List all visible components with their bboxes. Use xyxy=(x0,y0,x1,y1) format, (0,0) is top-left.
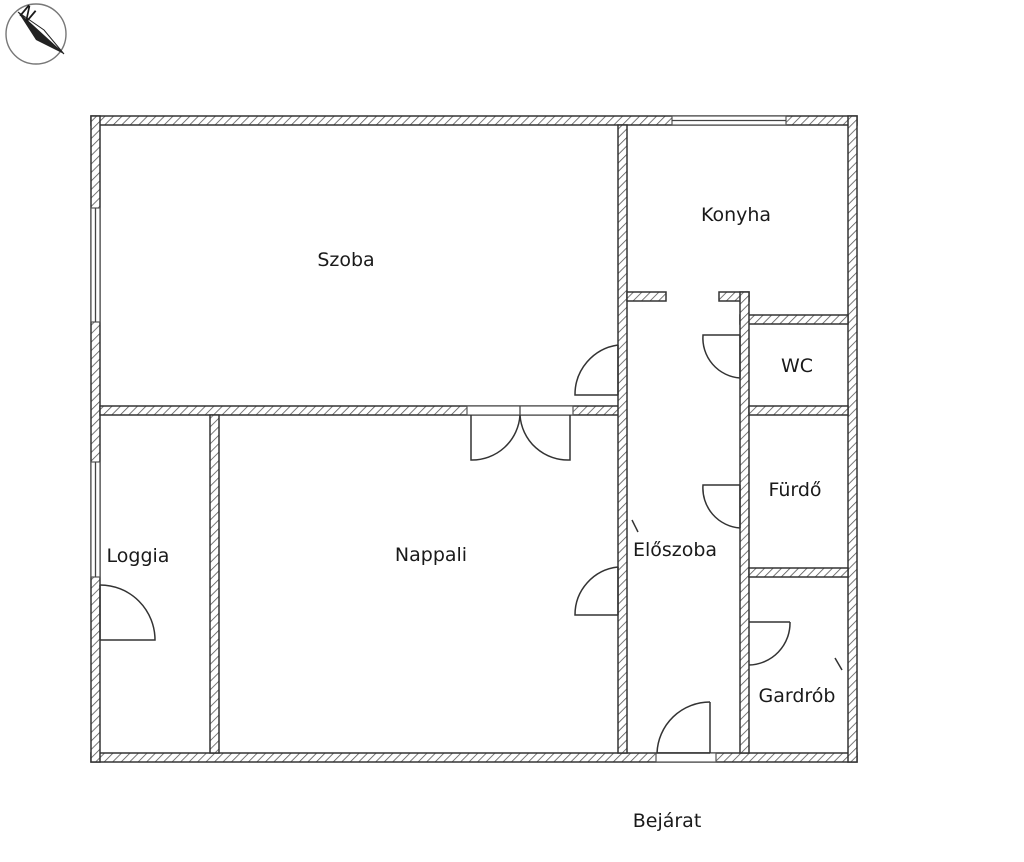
room-label-gardrob: Gardrób xyxy=(759,685,836,707)
doors xyxy=(99,334,843,754)
north-arrow-icon: N xyxy=(5,1,67,65)
wall-wc-bottom xyxy=(748,405,849,416)
room-label-furdo: Fürdő xyxy=(768,479,821,501)
walls xyxy=(90,115,858,763)
svg-text:N: N xyxy=(15,1,40,27)
wall-kitchen-stub-left xyxy=(626,291,667,302)
wall-left xyxy=(90,115,101,763)
wall-corridor-right xyxy=(739,291,750,754)
wall-bottom xyxy=(90,752,858,763)
wall-loggia-right xyxy=(209,414,220,754)
room-label-szoba: Szoba xyxy=(317,249,374,271)
wall-furdo-bottom xyxy=(748,567,849,578)
room-label-nappali: Nappali xyxy=(395,544,467,566)
windows xyxy=(90,115,787,763)
room-label-loggia: Loggia xyxy=(107,545,170,567)
room-label-eloszoba: Előszoba xyxy=(633,539,717,561)
wall-corridor-left xyxy=(617,124,628,754)
entrance-label: Bejárat xyxy=(633,810,702,832)
room-label-konyha: Konyha xyxy=(701,204,771,226)
wall-kitchen-bottom xyxy=(739,314,849,325)
wall-right xyxy=(847,115,858,763)
room-label-wc: WC xyxy=(781,355,813,377)
